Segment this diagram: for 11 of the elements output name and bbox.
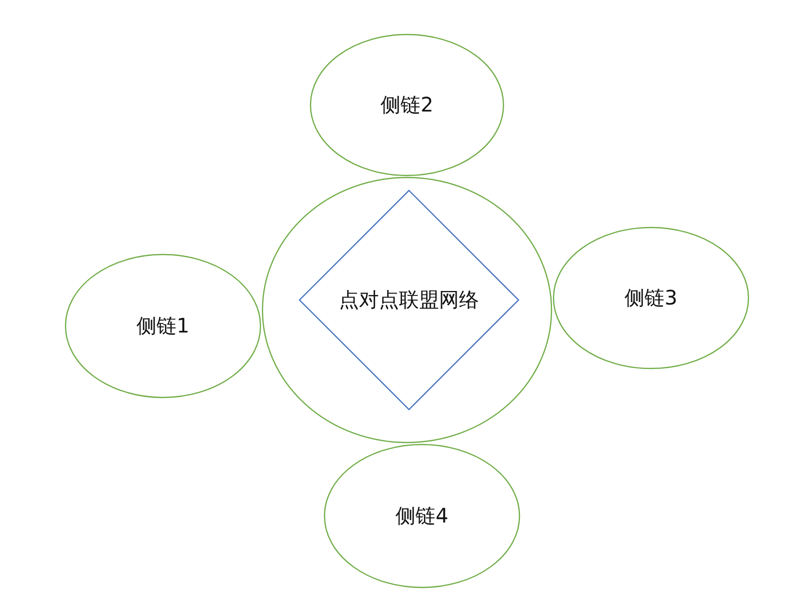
node-label: 侧链3 [624, 284, 678, 312]
side-chain-ellipse [553, 227, 749, 369]
network-diamond [299, 190, 519, 410]
side-chain-ellipse [65, 254, 261, 398]
side-chain-ellipse [324, 444, 520, 588]
node-label: 点对点联盟网络 [339, 286, 479, 314]
side-chain-ellipse [310, 34, 504, 176]
network-ellipse [262, 177, 552, 443]
node-label: 侧链4 [396, 502, 448, 530]
node-label: 侧链2 [380, 92, 434, 118]
node-label: 侧链1 [136, 312, 190, 340]
